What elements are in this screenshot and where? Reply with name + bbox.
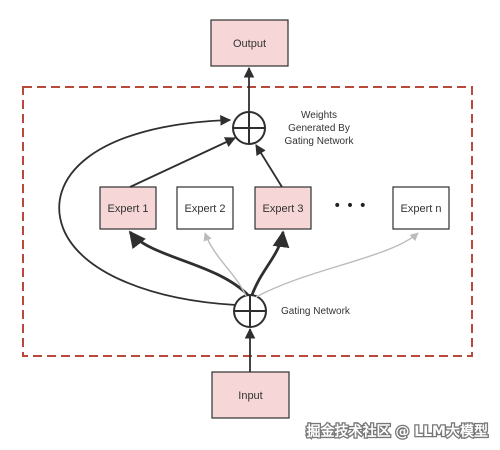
expert-3-label: Expert 3 <box>263 203 304 215</box>
input-label: Input <box>238 390 262 402</box>
expert-2-label: Expert 2 <box>185 203 226 215</box>
output-label: Output <box>233 38 266 50</box>
gating-network-annotation: Gating Network <box>281 306 351 317</box>
gating-circle-plus-icon <box>233 294 267 328</box>
watermark: 掘金技术社区 @ LLM大模型 <box>306 423 488 440</box>
weights-annotation-line1: Weights <box>301 110 337 121</box>
output-node <box>210 19 289 67</box>
expert-n-node <box>392 186 450 230</box>
moe-layer-frame <box>22 86 473 357</box>
expert-1-node <box>99 186 157 230</box>
arrow-gating-to-expert-n <box>255 232 419 298</box>
arrow-gating-to-expert-2 <box>203 232 247 297</box>
combiner-circle-plus-icon <box>232 111 266 145</box>
expert-1-label: Expert 1 <box>108 203 149 215</box>
expert-3-node <box>254 186 312 230</box>
weights-annotation-line3: Gating Network <box>285 136 355 147</box>
ellipsis: • • • <box>333 198 367 214</box>
arrow-expert-3-to-combiner <box>255 144 283 188</box>
expert-2-node <box>176 186 234 230</box>
expert-n-label: Expert n <box>401 203 442 215</box>
arrow-gating-to-expert-1 <box>128 230 249 296</box>
input-node <box>211 371 290 419</box>
arrow-gating-weights-to-combiner <box>58 114 237 306</box>
weights-annotation-line2: Generated By <box>288 123 350 134</box>
arrow-expert-1-to-combiner <box>129 137 236 188</box>
arrow-gating-to-expert-3 <box>250 230 290 296</box>
